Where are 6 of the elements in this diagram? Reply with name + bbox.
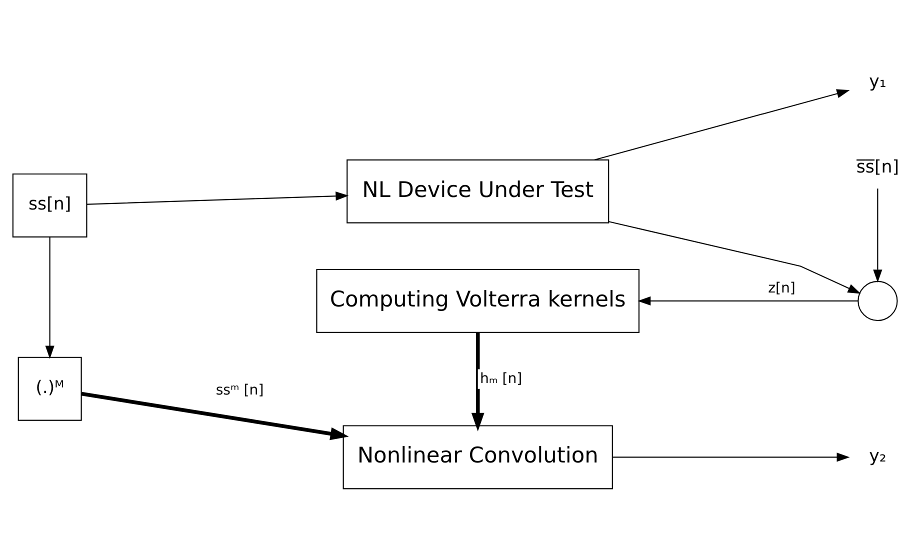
- node-text: s̅s̅[n]: [856, 158, 900, 178]
- node-text: y₁: [869, 72, 886, 92]
- edge-label: z[n]: [768, 280, 796, 297]
- edge-label: ssᵐ [n]: [216, 382, 264, 399]
- edge-label: hₘ [n]: [480, 370, 522, 387]
- node-text: y₂: [869, 446, 886, 466]
